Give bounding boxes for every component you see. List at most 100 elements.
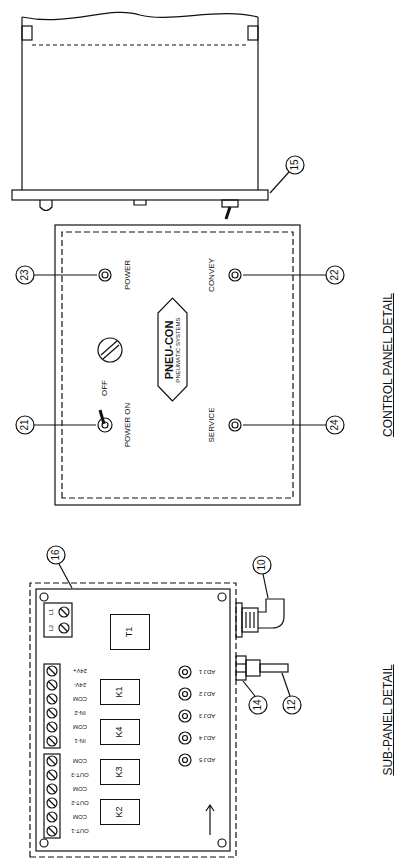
callout-number: 14: [253, 699, 263, 710]
hidden-board-line: [32, 44, 248, 45]
terminal-label: L1: [48, 609, 54, 616]
switch-label: POWER ON: [124, 403, 132, 447]
mounting-hole: [218, 839, 226, 847]
terminal-label: IN-1: [74, 738, 85, 744]
callout-number: 24: [330, 419, 340, 430]
callout-number: 23: [20, 269, 30, 280]
arrow-mark: [206, 805, 214, 835]
callout-number: 12: [287, 699, 297, 710]
terminal-label: IN-1: [74, 738, 85, 744]
node-title: PNEU-CON: [163, 321, 175, 380]
callout-number: 22: [330, 269, 340, 280]
power-terminal-screws: [59, 607, 69, 633]
adjust-label: ADJ 5: [199, 757, 215, 763]
lamp-lens: [40, 200, 52, 211]
terminal-label: COM: [73, 758, 87, 764]
callout-number: 15: [290, 159, 300, 170]
lamp-label: CONVEY: [208, 258, 216, 292]
callout-number: 10: [257, 559, 267, 570]
mounting-hole: [218, 593, 226, 601]
standoff: [22, 26, 32, 40]
adjust-label: ADJ 1: [199, 669, 215, 675]
terminal-strip: [44, 754, 60, 838]
switch-label: OFF: [101, 380, 109, 396]
panel-screw: [98, 338, 122, 362]
view-title: SUB-PANEL DETAIL: [382, 664, 394, 775]
terminal-label: COM: [73, 696, 87, 702]
standoff: [248, 26, 258, 40]
enclosure-side: [22, 17, 258, 190]
callout-number: 14: [253, 699, 263, 710]
terminal-strip: [44, 664, 60, 748]
view-title: SUB-PANEL DETAIL: [382, 664, 394, 775]
terminal-label: COM: [73, 696, 87, 702]
break-line: [22, 12, 258, 19]
terminal-label: OUT-2: [71, 800, 89, 806]
callout-number: 10: [257, 559, 267, 570]
node-title: K3: [115, 767, 125, 778]
terminal-label: 24V+: [73, 668, 87, 674]
lamp-label: POWER: [124, 260, 132, 290]
adjust-label: ADJ 1: [199, 669, 215, 675]
terminal-label: IN-2: [74, 710, 85, 716]
lamp-label: SERVICE: [208, 408, 216, 443]
terminal-label: COM: [73, 814, 87, 820]
terminal-label: OUT-2: [71, 800, 89, 806]
terminal-label: 24V+: [73, 668, 87, 674]
switch-label: POWER ON: [124, 403, 132, 447]
callout-number: 23: [20, 269, 30, 280]
terminal-label: L2: [48, 625, 54, 632]
terminal-label: L2: [48, 625, 54, 632]
callout-number: 22: [330, 269, 340, 280]
callout-number: 16: [51, 549, 61, 560]
callout-circle: [286, 156, 304, 174]
terminal-label: L1: [48, 609, 54, 616]
toggle-switch-symbol: [98, 410, 112, 432]
node-title: K4: [115, 727, 125, 738]
view-title: CONTROL PANEL DETAIL: [382, 293, 394, 437]
terminal-label: OUT-1: [71, 828, 89, 834]
callout-number: 21: [20, 419, 30, 430]
sub-panel-outline: [30, 583, 236, 857]
terminal-label: OUT-3: [71, 772, 89, 778]
terminal-label: COM: [73, 724, 87, 730]
control-panel-face: [55, 225, 300, 505]
mounting-flange: [12, 190, 268, 200]
node-subtitle: PNEUMATIC SYSTEMS: [175, 317, 182, 382]
callout-number: 24: [330, 419, 340, 430]
adjust-label: ADJ 3: [199, 713, 215, 719]
adjust-label: ADJ 3: [199, 713, 215, 719]
mounting-hole: [40, 593, 48, 601]
leader-line: [270, 172, 289, 193]
transformer-box: T1: [110, 614, 150, 650]
callout-circles: [16, 266, 344, 434]
node-title: T1: [125, 627, 135, 638]
terminal-label: 24V-: [74, 682, 86, 688]
logo-arrow: PNEU-CONPNEUMATIC SYSTEMS: [157, 298, 188, 403]
callout-number: 15: [290, 159, 300, 170]
relay-box: K2: [100, 799, 140, 825]
view-title: CONTROL PANEL DETAIL: [382, 293, 394, 437]
toggle-bushing: [222, 200, 238, 207]
screw-head: [134, 200, 146, 205]
switch-label: OFF: [101, 380, 109, 396]
lamp-label: POWER: [124, 260, 132, 290]
lamp-label: CONVEY: [208, 258, 216, 292]
adjust-label: ADJ 2: [199, 691, 215, 697]
mounting-hole: [40, 839, 48, 847]
toggle-lever: [226, 207, 230, 219]
control-panel-edge: [62, 232, 293, 498]
terminal-label: COM: [73, 758, 87, 764]
power-terminal-block: [44, 603, 72, 637]
callout-circles: [47, 546, 301, 714]
node-title: K2: [115, 807, 125, 818]
terminal-label: IN-2: [74, 710, 85, 716]
relay-box: K3: [100, 759, 140, 785]
connector-symbol: [236, 599, 284, 637]
callout-number: 16: [51, 549, 61, 560]
terminal-label: COM: [73, 786, 87, 792]
indicator-lamps: [99, 269, 241, 431]
terminal-label: COM: [73, 814, 87, 820]
adjust-label: ADJ 4: [199, 735, 215, 741]
callout-number: 12: [287, 699, 297, 710]
